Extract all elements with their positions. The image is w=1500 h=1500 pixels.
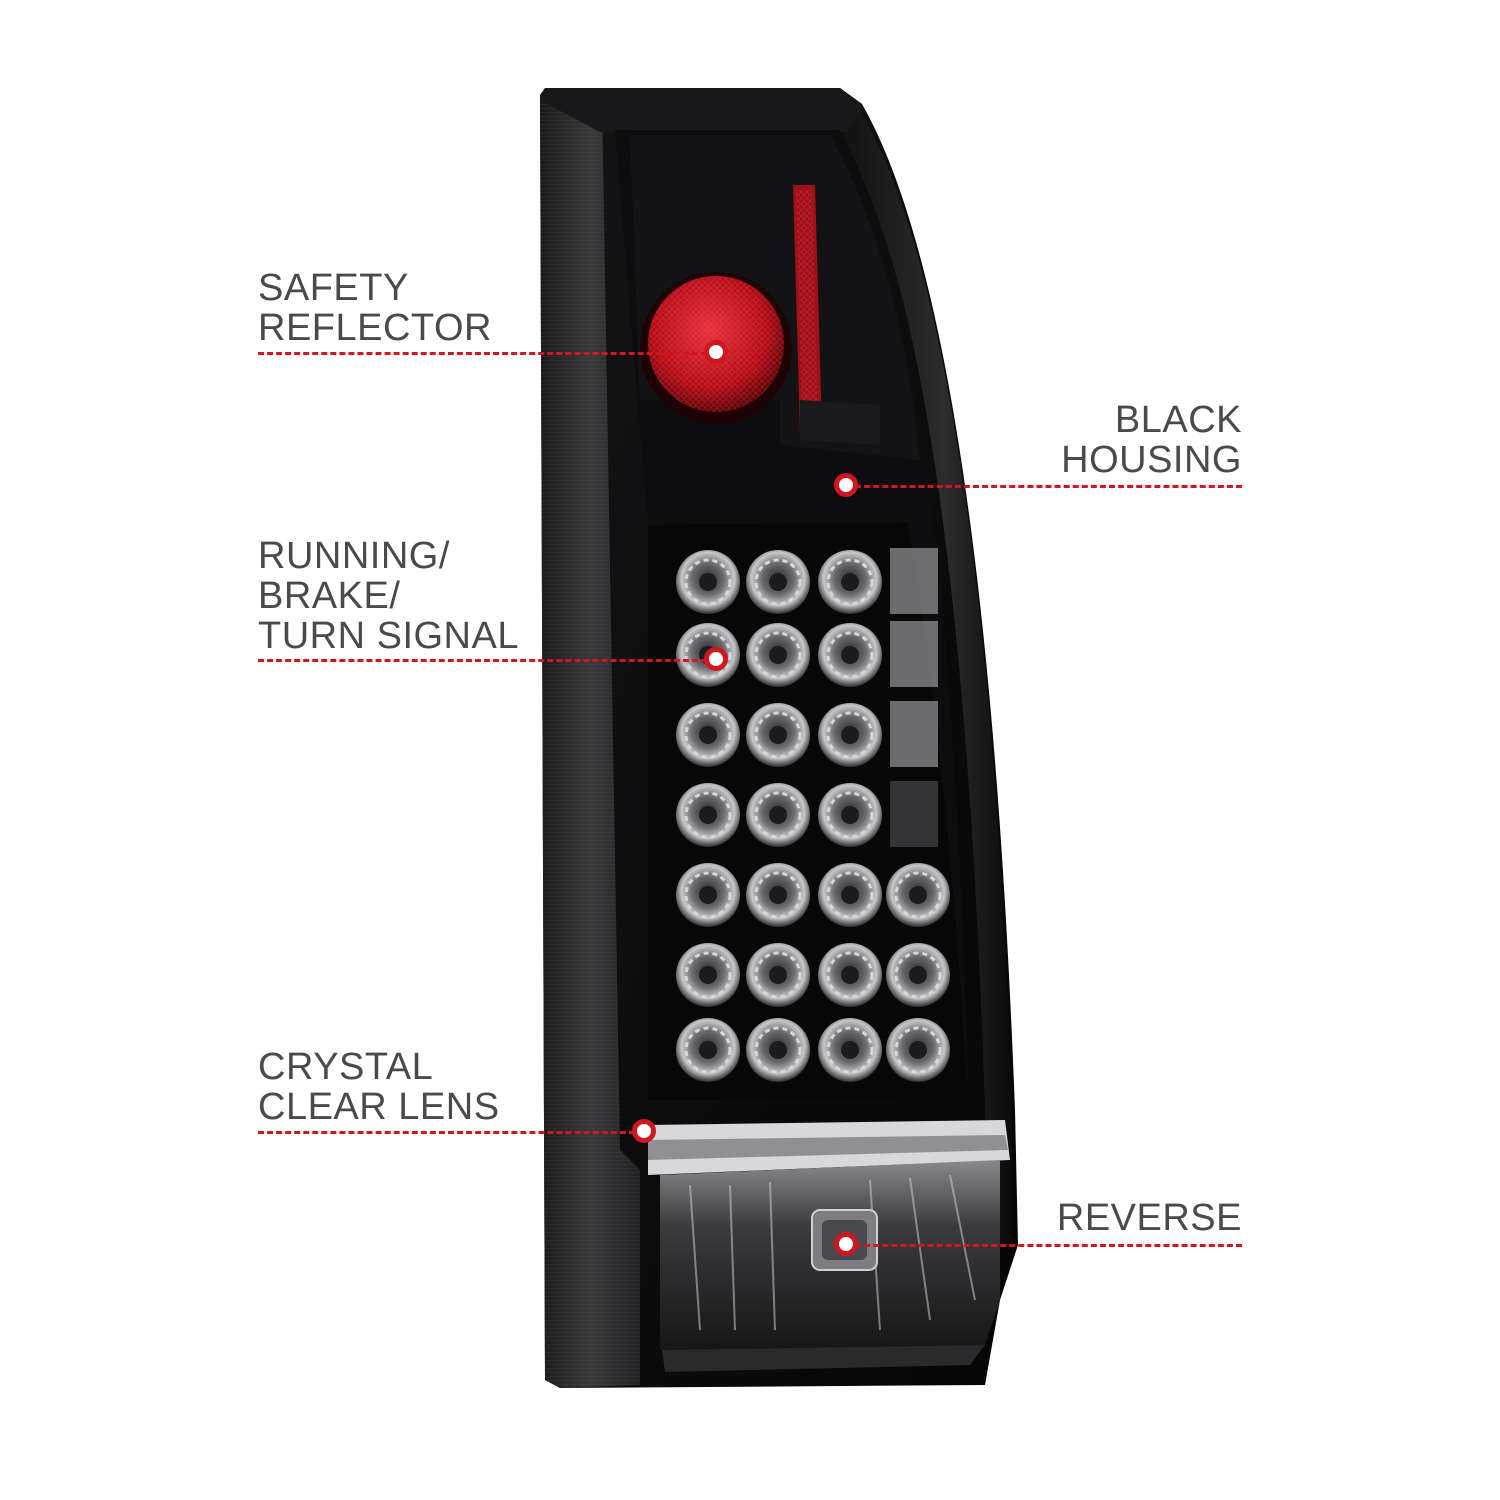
led-cell-core — [769, 806, 787, 824]
led-cell-ring — [684, 791, 732, 839]
side-reflector-facet — [890, 548, 938, 614]
led-cell-ring — [684, 631, 732, 679]
label-safety-reflector: SAFETY REFLECTOR — [258, 267, 492, 349]
led-cell-ring — [894, 871, 942, 919]
led-cell-ring — [754, 558, 802, 606]
led-cell-core — [699, 886, 717, 904]
marker-safety-reflector — [704, 340, 728, 364]
led-cell-ring — [826, 1026, 874, 1074]
led-cell-ring — [826, 558, 874, 606]
leader-safety-reflector — [258, 352, 716, 355]
led-cell-ring — [684, 558, 732, 606]
side-reflector-facet — [890, 621, 938, 687]
leader-running-brake-turn — [258, 659, 716, 662]
led-cell-core — [909, 1041, 927, 1059]
led-cell-core — [841, 966, 859, 984]
led-cell-ring — [684, 711, 732, 759]
led-cell-core — [841, 646, 859, 664]
side-reflector-facet — [890, 781, 938, 847]
led-cell-core — [769, 886, 787, 904]
led-cell-ring — [684, 951, 732, 999]
led-cell-core — [841, 573, 859, 591]
led-cell-ring — [826, 951, 874, 999]
led-cell-ring — [826, 631, 874, 679]
led-cell-core — [699, 1041, 717, 1059]
led-cell-core — [769, 726, 787, 744]
led-cell-core — [841, 886, 859, 904]
leader-crystal-clear-lens — [258, 1131, 644, 1134]
led-cell-ring — [894, 951, 942, 999]
led-cell-core — [909, 886, 927, 904]
led-cell-ring — [684, 1026, 732, 1074]
led-array — [676, 548, 950, 1082]
label-crystal-clear-lens: CRYSTAL CLEAR LENS — [258, 1046, 500, 1128]
safety-reflector — [640, 185, 880, 445]
led-cell-ring — [754, 631, 802, 679]
led-cell-core — [841, 806, 859, 824]
leader-black-housing — [846, 485, 1242, 488]
led-cell-core — [769, 646, 787, 664]
led-cell-ring — [754, 791, 802, 839]
led-cell-core — [909, 966, 927, 984]
label-reverse: REVERSE — [1056, 1197, 1242, 1239]
led-cell-core — [769, 573, 787, 591]
led-cell-core — [841, 1041, 859, 1059]
led-cell-ring — [826, 871, 874, 919]
marker-crystal-clear-lens — [632, 1119, 656, 1143]
led-cell-ring — [826, 711, 874, 759]
led-cell-core — [841, 726, 859, 744]
led-cell-core — [699, 726, 717, 744]
label-black-housing: BLACK HOUSING — [1061, 399, 1242, 481]
led-cell-ring — [684, 871, 732, 919]
marker-running-brake-turn — [704, 647, 728, 671]
led-cell-ring — [754, 1026, 802, 1074]
marker-reverse — [834, 1232, 858, 1256]
marker-black-housing — [834, 473, 858, 497]
led-cell-core — [699, 573, 717, 591]
led-cell-ring — [754, 711, 802, 759]
led-cell-ring — [754, 951, 802, 999]
side-reflector-facet — [890, 701, 938, 767]
label-running-brake-turn: RUNNING/ BRAKE/ TURN SIGNAL — [258, 535, 519, 657]
led-cell-ring — [754, 871, 802, 919]
top-cap — [540, 88, 862, 132]
led-cell-ring — [894, 1026, 942, 1074]
led-cell-core — [769, 1041, 787, 1059]
led-cell-core — [769, 966, 787, 984]
led-cell-core — [699, 966, 717, 984]
leader-reverse — [846, 1244, 1242, 1247]
led-cell-ring — [826, 791, 874, 839]
led-cell-core — [699, 806, 717, 824]
